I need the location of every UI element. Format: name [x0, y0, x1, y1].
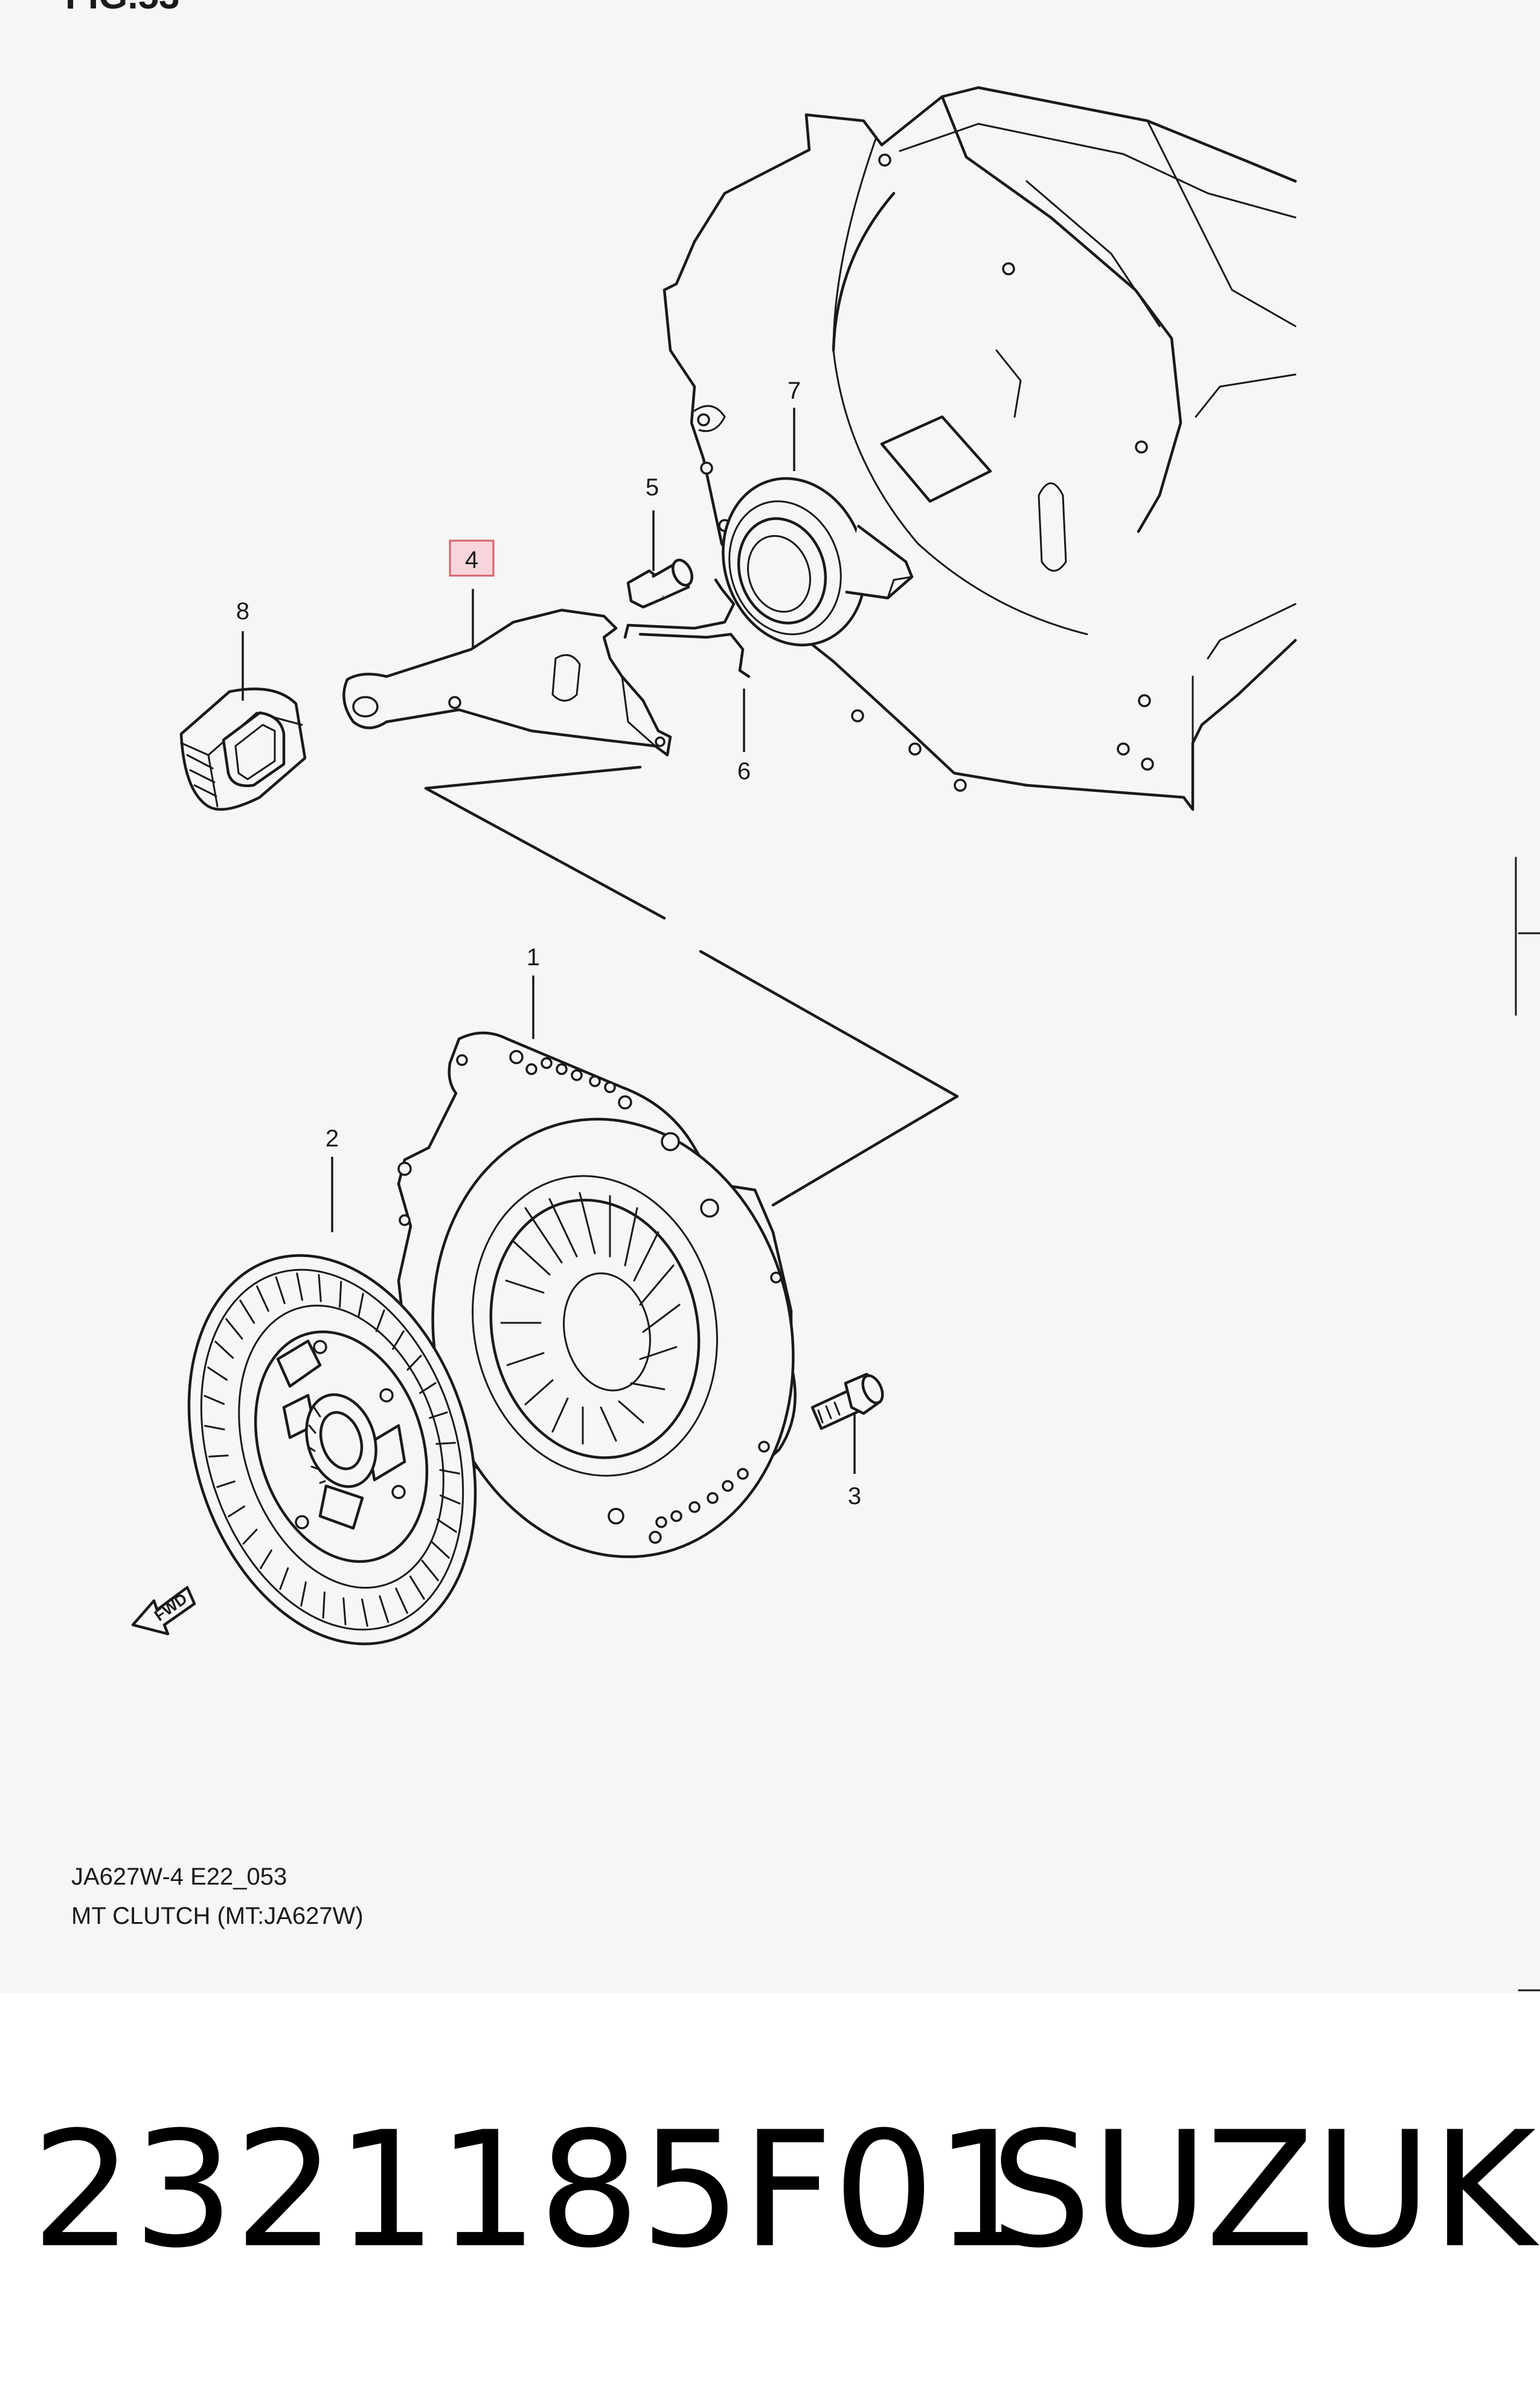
transmission-housing — [663, 86, 1297, 811]
callout-6: 6 — [737, 758, 751, 785]
friction-segment-divider — [421, 1560, 439, 1581]
release-fork — [342, 608, 672, 757]
diagram-panel — [0, 0, 1540, 1993]
friction-segment-divider — [339, 1281, 342, 1308]
release-fork-boot — [179, 687, 307, 811]
diagram-title: MT CLUTCH (MT:JA627W) — [71, 1903, 364, 1929]
friction-segment-divider — [279, 1567, 289, 1590]
part-number: 2321185F01 — [31, 2098, 1036, 2283]
brand-name: SUZUKI — [990, 2098, 1540, 2283]
friction-segment-divider — [239, 1299, 255, 1324]
figure-label: FIG.53 — [65, 0, 180, 17]
friction-segment-divider — [260, 1549, 272, 1569]
assembly-guide-lines — [424, 765, 959, 1207]
callout-1: 1 — [527, 944, 540, 971]
friction-segment-divider — [361, 1598, 368, 1627]
friction-segment-divider — [379, 1595, 390, 1623]
friction-segment-divider — [300, 1581, 307, 1607]
friction-segment-divider — [225, 1318, 243, 1340]
callout-4: 4 — [465, 547, 478, 573]
friction-facing-segments — [204, 1272, 461, 1627]
friction-segment-divider — [228, 1505, 245, 1517]
callout-5: 5 — [646, 474, 659, 501]
friction-segment-divider — [204, 1395, 225, 1405]
friction-segment-divider — [256, 1285, 269, 1312]
diagram-code: JA627W-4 E22_053 — [71, 1863, 287, 1890]
friction-segment-divider — [437, 1519, 457, 1533]
pivot-stud — [626, 558, 693, 609]
release-spring — [623, 578, 751, 678]
friction-segment-divider — [439, 1494, 461, 1505]
callout-2: 2 — [326, 1125, 339, 1152]
clutch-cover-bolt — [810, 1372, 884, 1430]
friction-segment-divider — [318, 1274, 322, 1302]
exploded-parts-diagram: FIG.53 — [65, 0, 1540, 1992]
friction-segment-divider — [392, 1330, 405, 1350]
friction-segment-divider — [208, 1455, 229, 1458]
friction-segment-divider — [322, 1591, 326, 1619]
friction-segment-divider — [216, 1481, 236, 1488]
clutch-cover — [397, 1031, 797, 1558]
friction-segment-divider — [275, 1276, 286, 1304]
callout-8: 8 — [236, 598, 249, 625]
friction-segment-divider — [342, 1597, 347, 1625]
friction-segment-divider — [358, 1293, 364, 1318]
friction-segment-divider — [204, 1424, 225, 1430]
callout-3: 3 — [848, 1483, 861, 1509]
edge-marks — [1515, 857, 1540, 1992]
forward-direction-arrow: FWD — [131, 1586, 196, 1636]
friction-segment-divider — [375, 1309, 385, 1333]
release-bearing — [722, 477, 914, 647]
friction-segment-divider — [395, 1587, 408, 1614]
clutch-disc — [187, 1254, 477, 1645]
friction-segment-divider — [409, 1575, 425, 1600]
friction-segment-divider — [207, 1366, 228, 1381]
friction-segment-divider — [430, 1540, 450, 1559]
callout-7: 7 — [788, 378, 801, 404]
torsion-springs — [276, 1339, 406, 1530]
friction-segment-divider — [214, 1340, 234, 1359]
diaphragm-fingers — [500, 1192, 681, 1445]
callout-numbers: 7 5 4 8 6 1 2 3 — [236, 378, 861, 1509]
callout-4-highlight — [449, 539, 495, 577]
friction-segment-divider — [242, 1528, 258, 1545]
friction-segment-divider — [296, 1272, 303, 1301]
leader-lines — [242, 408, 856, 1474]
